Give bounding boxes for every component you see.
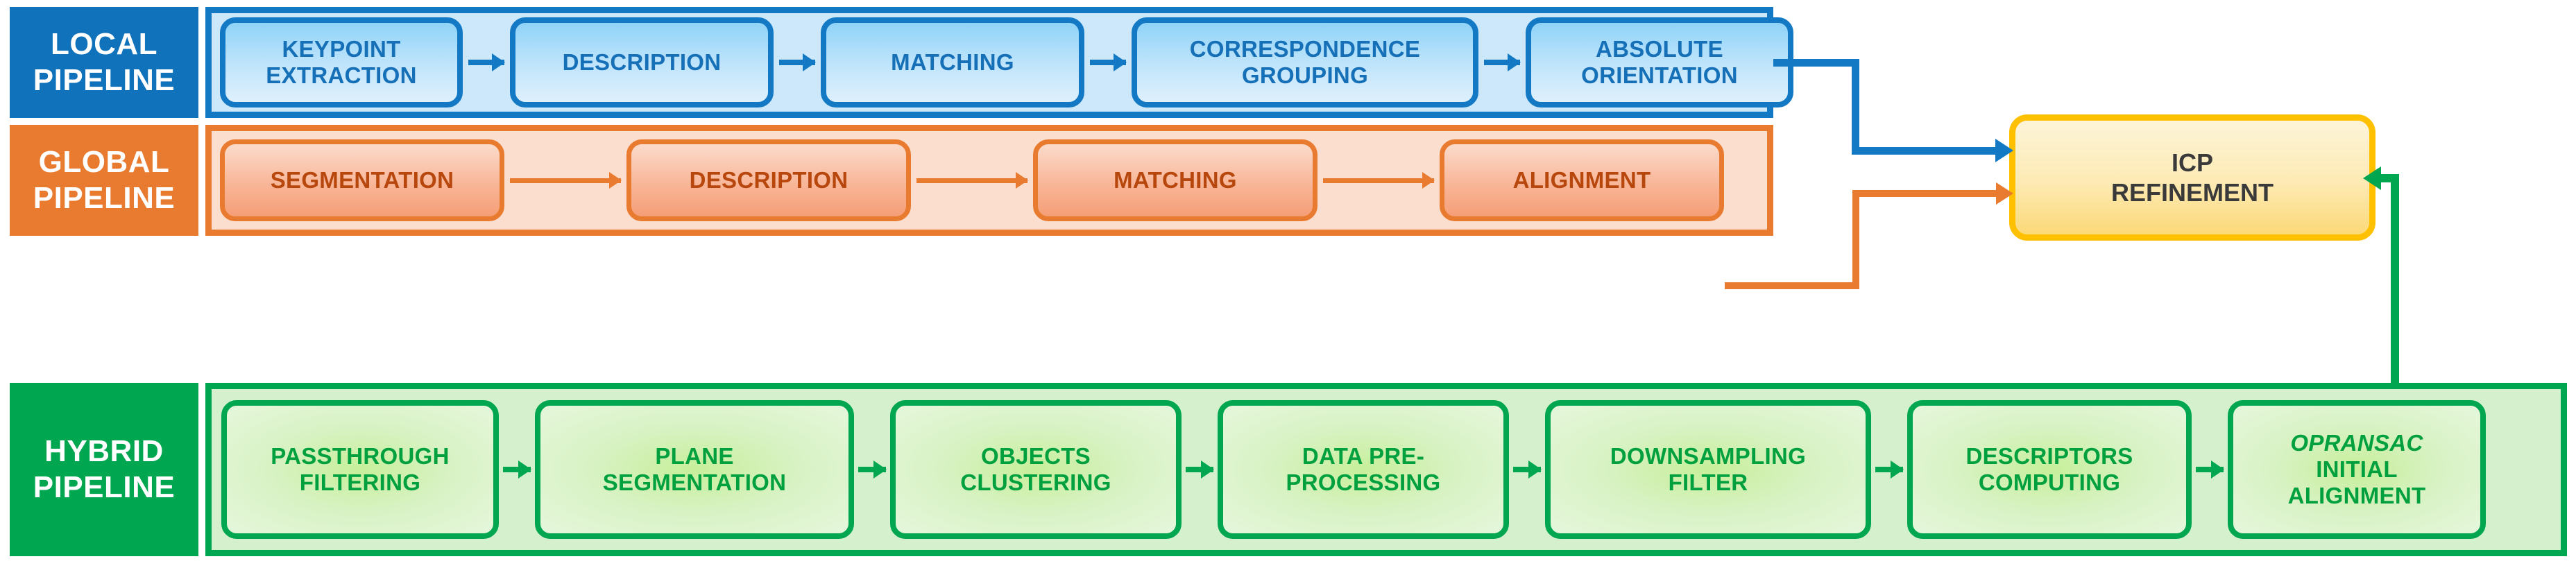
row-label-local-line1: LOCAL: [50, 27, 158, 62]
arrow-local-3: [1090, 60, 1126, 65]
stage-matching-local[interactable]: MATCHING: [821, 17, 1084, 107]
connector-local-arrowhead: [1995, 139, 2013, 162]
stage-text: MATCHING: [891, 49, 1014, 75]
pipeline-local: KEYPOINT EXTRACTION DESCRIPTION MATCHING…: [205, 7, 1793, 118]
icp-refinement-box[interactable]: ICP REFINEMENT: [2009, 114, 2375, 241]
stage-opransac-initial-alignment[interactable]: OPRANSAC INITIAL ALIGNMENT: [2228, 400, 2486, 539]
row-label-hybrid: HYBRID PIPELINE: [10, 383, 198, 556]
stage-text: PASSTHROUGH: [271, 442, 450, 469]
stage-alignment-global[interactable]: ALIGNMENT: [1440, 139, 1724, 221]
connector-global-v: [1852, 190, 1859, 289]
stage-text: EXTRACTION: [266, 62, 417, 88]
row-label-hybrid-line2: PIPELINE: [33, 470, 176, 504]
row-label-global: GLOBAL PIPELINE: [10, 125, 198, 236]
connector-local-v: [1852, 59, 1859, 155]
stage-text: FILTERING: [299, 470, 421, 495]
stage-text: DESCRIPTION: [689, 166, 848, 193]
stage-objects-clustering[interactable]: OBJECTS CLUSTERING: [890, 400, 1182, 539]
pipeline-hybrid: PASSTHROUGH FILTERING PLANE SEGMENTATION…: [205, 383, 2567, 556]
stage-text: OPRANSAC: [2290, 429, 2423, 456]
stage-description-global[interactable]: DESCRIPTION: [626, 139, 911, 221]
stage-downsampling-filter[interactable]: DOWNSAMPLING FILTER: [1545, 400, 1871, 539]
connector-global-h1: [1725, 282, 1859, 289]
icp-line2: REFINEMENT: [2111, 178, 2274, 207]
arrow-global-3: [1323, 178, 1434, 183]
row-label-global-line1: GLOBAL: [38, 145, 170, 180]
stage-plane-segmentation[interactable]: PLANE SEGMENTATION: [535, 400, 854, 539]
stage-text: DATA PRE-: [1302, 442, 1425, 469]
arrow-hybrid-3: [1186, 467, 1213, 472]
pipeline-global: SEGMENTATION DESCRIPTION MATCHING ALIGNM…: [205, 125, 1773, 236]
stage-segmentation-global[interactable]: SEGMENTATION: [220, 139, 504, 221]
arrow-hybrid-1: [503, 467, 531, 472]
stage-text: INITIAL: [2316, 456, 2398, 482]
arrow-local-4: [1484, 60, 1520, 65]
row-label-local-line2: PIPELINE: [33, 63, 176, 97]
stage-text: PROCESSING: [1286, 470, 1441, 495]
stage-text: ORIENTATION: [1581, 62, 1738, 88]
icp-line1: ICP: [2171, 148, 2213, 177]
stage-text: ALIGNMENT: [2287, 483, 2426, 509]
row-label-local: LOCAL PIPELINE: [10, 7, 198, 118]
stage-correspondence-grouping[interactable]: CORRESPONDENCE GROUPING: [1132, 17, 1478, 107]
stage-descriptors-computing[interactable]: DESCRIPTORS COMPUTING: [1907, 400, 2192, 539]
arrow-hybrid-2: [858, 467, 886, 472]
stage-data-preprocessing[interactable]: DATA PRE- PROCESSING: [1218, 400, 1509, 539]
stage-text: DESCRIPTION: [562, 49, 722, 75]
stage-text: SEGMENTATION: [602, 470, 787, 495]
connector-global-arrowhead: [1996, 182, 2013, 205]
stage-passthrough-filtering[interactable]: PASSTHROUGH FILTERING: [221, 400, 499, 539]
stage-matching-global[interactable]: MATCHING: [1033, 139, 1317, 221]
connector-hybrid-v: [2391, 174, 2399, 389]
stage-absolute-orientation[interactable]: ABSOLUTE ORIENTATION: [1526, 17, 1793, 107]
stage-text: OBJECTS: [981, 442, 1091, 469]
row-label-hybrid-line1: HYBRID: [44, 434, 164, 469]
stage-text: KEYPOINT: [282, 35, 401, 62]
connector-local-h2: [1852, 147, 1999, 155]
arrow-local-2: [779, 60, 815, 65]
stage-text: COMPUTING: [1978, 470, 2121, 495]
stage-text: CORRESPONDENCE: [1189, 35, 1421, 62]
row-label-global-line2: PIPELINE: [33, 181, 176, 215]
connector-hybrid-feedback: [2389, 174, 2399, 182]
arrow-hybrid-5: [1875, 467, 1903, 472]
arrow-hybrid-6: [2196, 467, 2224, 472]
arrow-local-1: [468, 60, 504, 65]
stage-description-local[interactable]: DESCRIPTION: [510, 17, 774, 107]
arrow-global-1: [510, 178, 621, 183]
stage-text: ALIGNMENT: [1512, 166, 1651, 193]
stage-text: DOWNSAMPLING: [1610, 442, 1807, 469]
stage-text: CLUSTERING: [960, 470, 1111, 495]
stage-text: FILTER: [1668, 470, 1748, 495]
arrow-global-2: [916, 178, 1027, 183]
arrow-hybrid-4: [1513, 467, 1541, 472]
stage-text: SEGMENTATION: [270, 166, 454, 193]
connector-hybrid-arrowhead: [2363, 166, 2381, 190]
stage-text: PLANE: [655, 442, 734, 469]
stage-text: DESCRIPTORS: [1965, 442, 2133, 469]
stage-text: GROUPING: [1241, 62, 1369, 88]
stage-text: ABSOLUTE: [1596, 35, 1723, 62]
connector-global-h2: [1852, 190, 1999, 197]
stage-keypoint-extraction[interactable]: KEYPOINT EXTRACTION: [220, 17, 463, 107]
stage-text: MATCHING: [1114, 166, 1237, 193]
connector-local-h1: [1773, 59, 1859, 67]
